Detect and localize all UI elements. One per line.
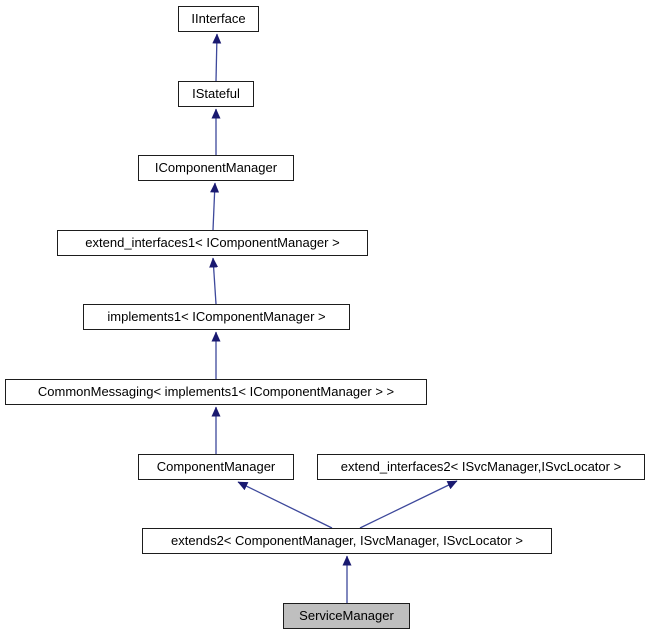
class-node-commonmessaging[interactable]: CommonMessaging< implements1< IComponent…: [5, 379, 427, 405]
class-node-extends2[interactable]: extends2< ComponentManager, ISvcManager,…: [142, 528, 552, 554]
class-node-extend-interfaces1[interactable]: extend_interfaces1< IComponentManager >: [57, 230, 368, 256]
edge-extends2-to-componentmanager: [237, 481, 333, 529]
class-node-istateful[interactable]: IStateful: [178, 81, 254, 107]
class-node-componentmanager[interactable]: ComponentManager: [138, 454, 294, 480]
class-node-icomponentmanager[interactable]: IComponentManager: [138, 155, 294, 181]
class-node-extend-interfaces2[interactable]: extend_interfaces2< ISvcManager,ISvcLoca…: [317, 454, 645, 480]
class-node-implements1[interactable]: implements1< IComponentManager >: [83, 304, 350, 330]
edge-istateful-to-iinterface: [212, 33, 222, 82]
edge-implements1-to-extend-interfaces1: [209, 257, 219, 305]
edge-extend-interfaces1-to-icomponentmanager: [210, 182, 220, 231]
class-node-iinterface[interactable]: IInterface: [178, 6, 259, 32]
edge-extends2-to-extend-interfaces2: [359, 480, 458, 529]
class-node-servicemanager: ServiceManager: [283, 603, 410, 629]
